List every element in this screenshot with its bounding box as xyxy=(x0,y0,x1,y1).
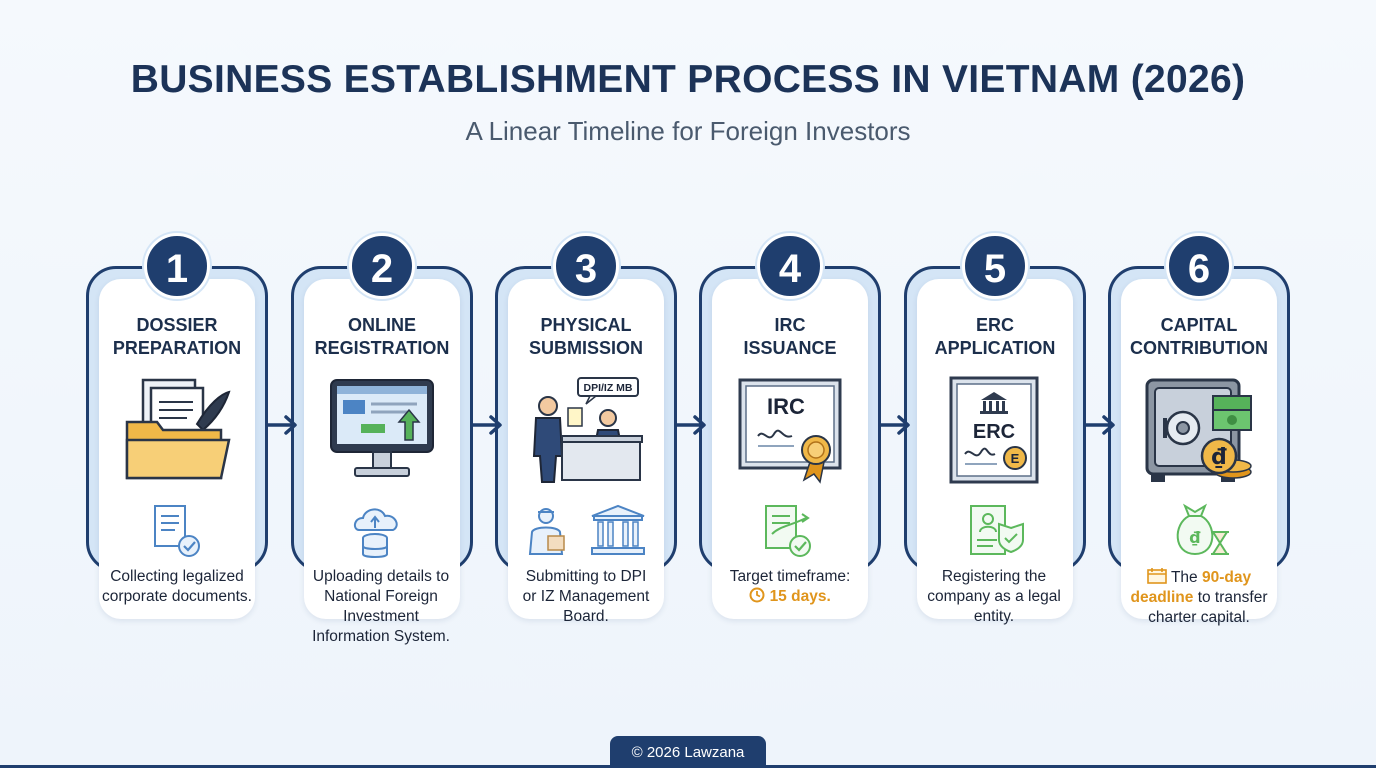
step-title-line: PREPARATION xyxy=(112,338,242,358)
step-description: Collecting legalized corporate documents… xyxy=(82,567,272,607)
document-timeline-check-icon xyxy=(765,505,811,557)
step-description: Submitting to DPI or IZ Management Board… xyxy=(491,567,681,627)
moneybag-dong-symbol: ₫ xyxy=(1189,528,1201,547)
description-line: The 90-day xyxy=(1104,567,1294,588)
step-title-line: PHYSICAL xyxy=(540,315,632,335)
step-card-6 xyxy=(1108,266,1290,619)
irc-certificate-icon: IRC xyxy=(738,378,842,484)
cloud-database-icon xyxy=(353,508,398,558)
counter-sign-text: DPI/IZ MB xyxy=(584,382,633,394)
step-title-line: DOSSIER xyxy=(136,315,218,335)
next-step-arrow-icon xyxy=(879,415,910,435)
safe-money-icon: ₫ xyxy=(1145,378,1252,482)
next-step-arrow-icon xyxy=(1084,415,1115,435)
description-line: deadline to transfer xyxy=(1104,588,1294,608)
step-card-1 xyxy=(86,266,268,619)
step-title-line: REGISTRATION xyxy=(314,338,450,358)
footer-credit: © 2026 Lawzana xyxy=(610,736,766,768)
page-title: BUSINESS ESTABLISHMENT PROCESS IN VIETNA… xyxy=(130,58,1246,101)
step-description: Target timeframe: 15 days. xyxy=(695,567,885,607)
step-title-line: ISSUANCE xyxy=(743,338,837,358)
description-line: company as a legal xyxy=(927,588,1061,605)
deadline-word-highlight: deadline xyxy=(1130,589,1194,606)
description-line: Uploading details to xyxy=(312,568,450,585)
description-line: Investment xyxy=(343,608,419,625)
step-number-badge: 2 xyxy=(349,233,415,299)
moneybag-hourglass-icon: ₫ xyxy=(1176,503,1229,556)
clock-icon xyxy=(749,587,765,603)
step-title-line: ONLINE xyxy=(347,315,416,335)
description-line: or IZ Management xyxy=(522,588,650,605)
description-line: corporate documents. xyxy=(102,588,252,605)
description-line: Target timeframe: xyxy=(729,568,851,585)
step-title: PHYSICAL SUBMISSION xyxy=(495,314,677,360)
description-line: 15 days. xyxy=(695,587,885,607)
service-counter-icon: DPI/IZ MB xyxy=(532,377,643,483)
description-text: The xyxy=(1170,569,1198,586)
description-line: charter capital. xyxy=(1148,609,1250,626)
id-shield-icon xyxy=(970,505,1024,555)
step-title: DOSSIER PREPARATION xyxy=(86,314,268,360)
next-step-arrow-icon xyxy=(266,415,297,435)
step-title: ONLINE REGISTRATION xyxy=(291,314,473,360)
timeframe-highlight: 15 days. xyxy=(769,588,831,605)
description-line: Information System. xyxy=(312,628,450,645)
computer-upload-icon xyxy=(330,379,434,477)
next-step-arrow-icon xyxy=(675,415,706,435)
step-description: The 90-day deadline to transfer charter … xyxy=(1104,567,1294,628)
courier-government-building-icon xyxy=(528,504,645,555)
calendar-icon xyxy=(1147,568,1167,584)
step-title-line: CONTRIBUTION xyxy=(1130,338,1268,358)
erc-certificate-label: ERC xyxy=(973,421,1015,443)
description-line: Board. xyxy=(563,608,609,625)
step-description: Registering the company as a legal entit… xyxy=(899,567,1089,627)
page-subtitle: A Linear Timeline for Foreign Investors xyxy=(465,116,911,146)
dong-coin-symbol: ₫ xyxy=(1211,445,1227,470)
irc-certificate-label: IRC xyxy=(767,394,805,419)
step-number-badge: 6 xyxy=(1166,233,1232,299)
step-title-line: APPLICATION xyxy=(934,338,1056,358)
description-line: entity. xyxy=(973,608,1015,625)
description-text: to transfer xyxy=(1197,589,1268,606)
step-title: CAPITAL CONTRIBUTION xyxy=(1108,314,1290,360)
step-title-line: ERC xyxy=(975,315,1014,335)
step-title-line: IRC xyxy=(774,315,806,335)
step-title: IRC ISSUANCE xyxy=(699,314,881,360)
step-number-badge: 5 xyxy=(962,233,1028,299)
description-line: Registering the xyxy=(941,568,1047,585)
step-number-badge: 1 xyxy=(144,233,210,299)
document-check-icon xyxy=(154,505,200,557)
description-line: Submitting to DPI xyxy=(525,568,647,585)
step-title-line: SUBMISSION xyxy=(528,338,643,358)
next-step-arrow-icon xyxy=(471,415,502,435)
step-number-badge: 3 xyxy=(553,233,619,299)
step-title: ERC APPLICATION xyxy=(904,314,1086,360)
step-number-badge: 4 xyxy=(757,233,823,299)
description-line: Collecting legalized xyxy=(110,568,244,585)
erc-certificate-icon: ERC E xyxy=(949,376,1039,484)
description-line: National Foreign xyxy=(324,588,438,605)
step-card-4 xyxy=(699,266,881,619)
step-title-line: CAPITAL xyxy=(1160,315,1238,335)
deadline-days-highlight: 90-day xyxy=(1201,569,1252,586)
step-description: Uploading details to National Foreign In… xyxy=(286,567,476,647)
folder-documents-icon xyxy=(125,378,231,480)
erc-seal-letter: E xyxy=(1011,451,1020,466)
